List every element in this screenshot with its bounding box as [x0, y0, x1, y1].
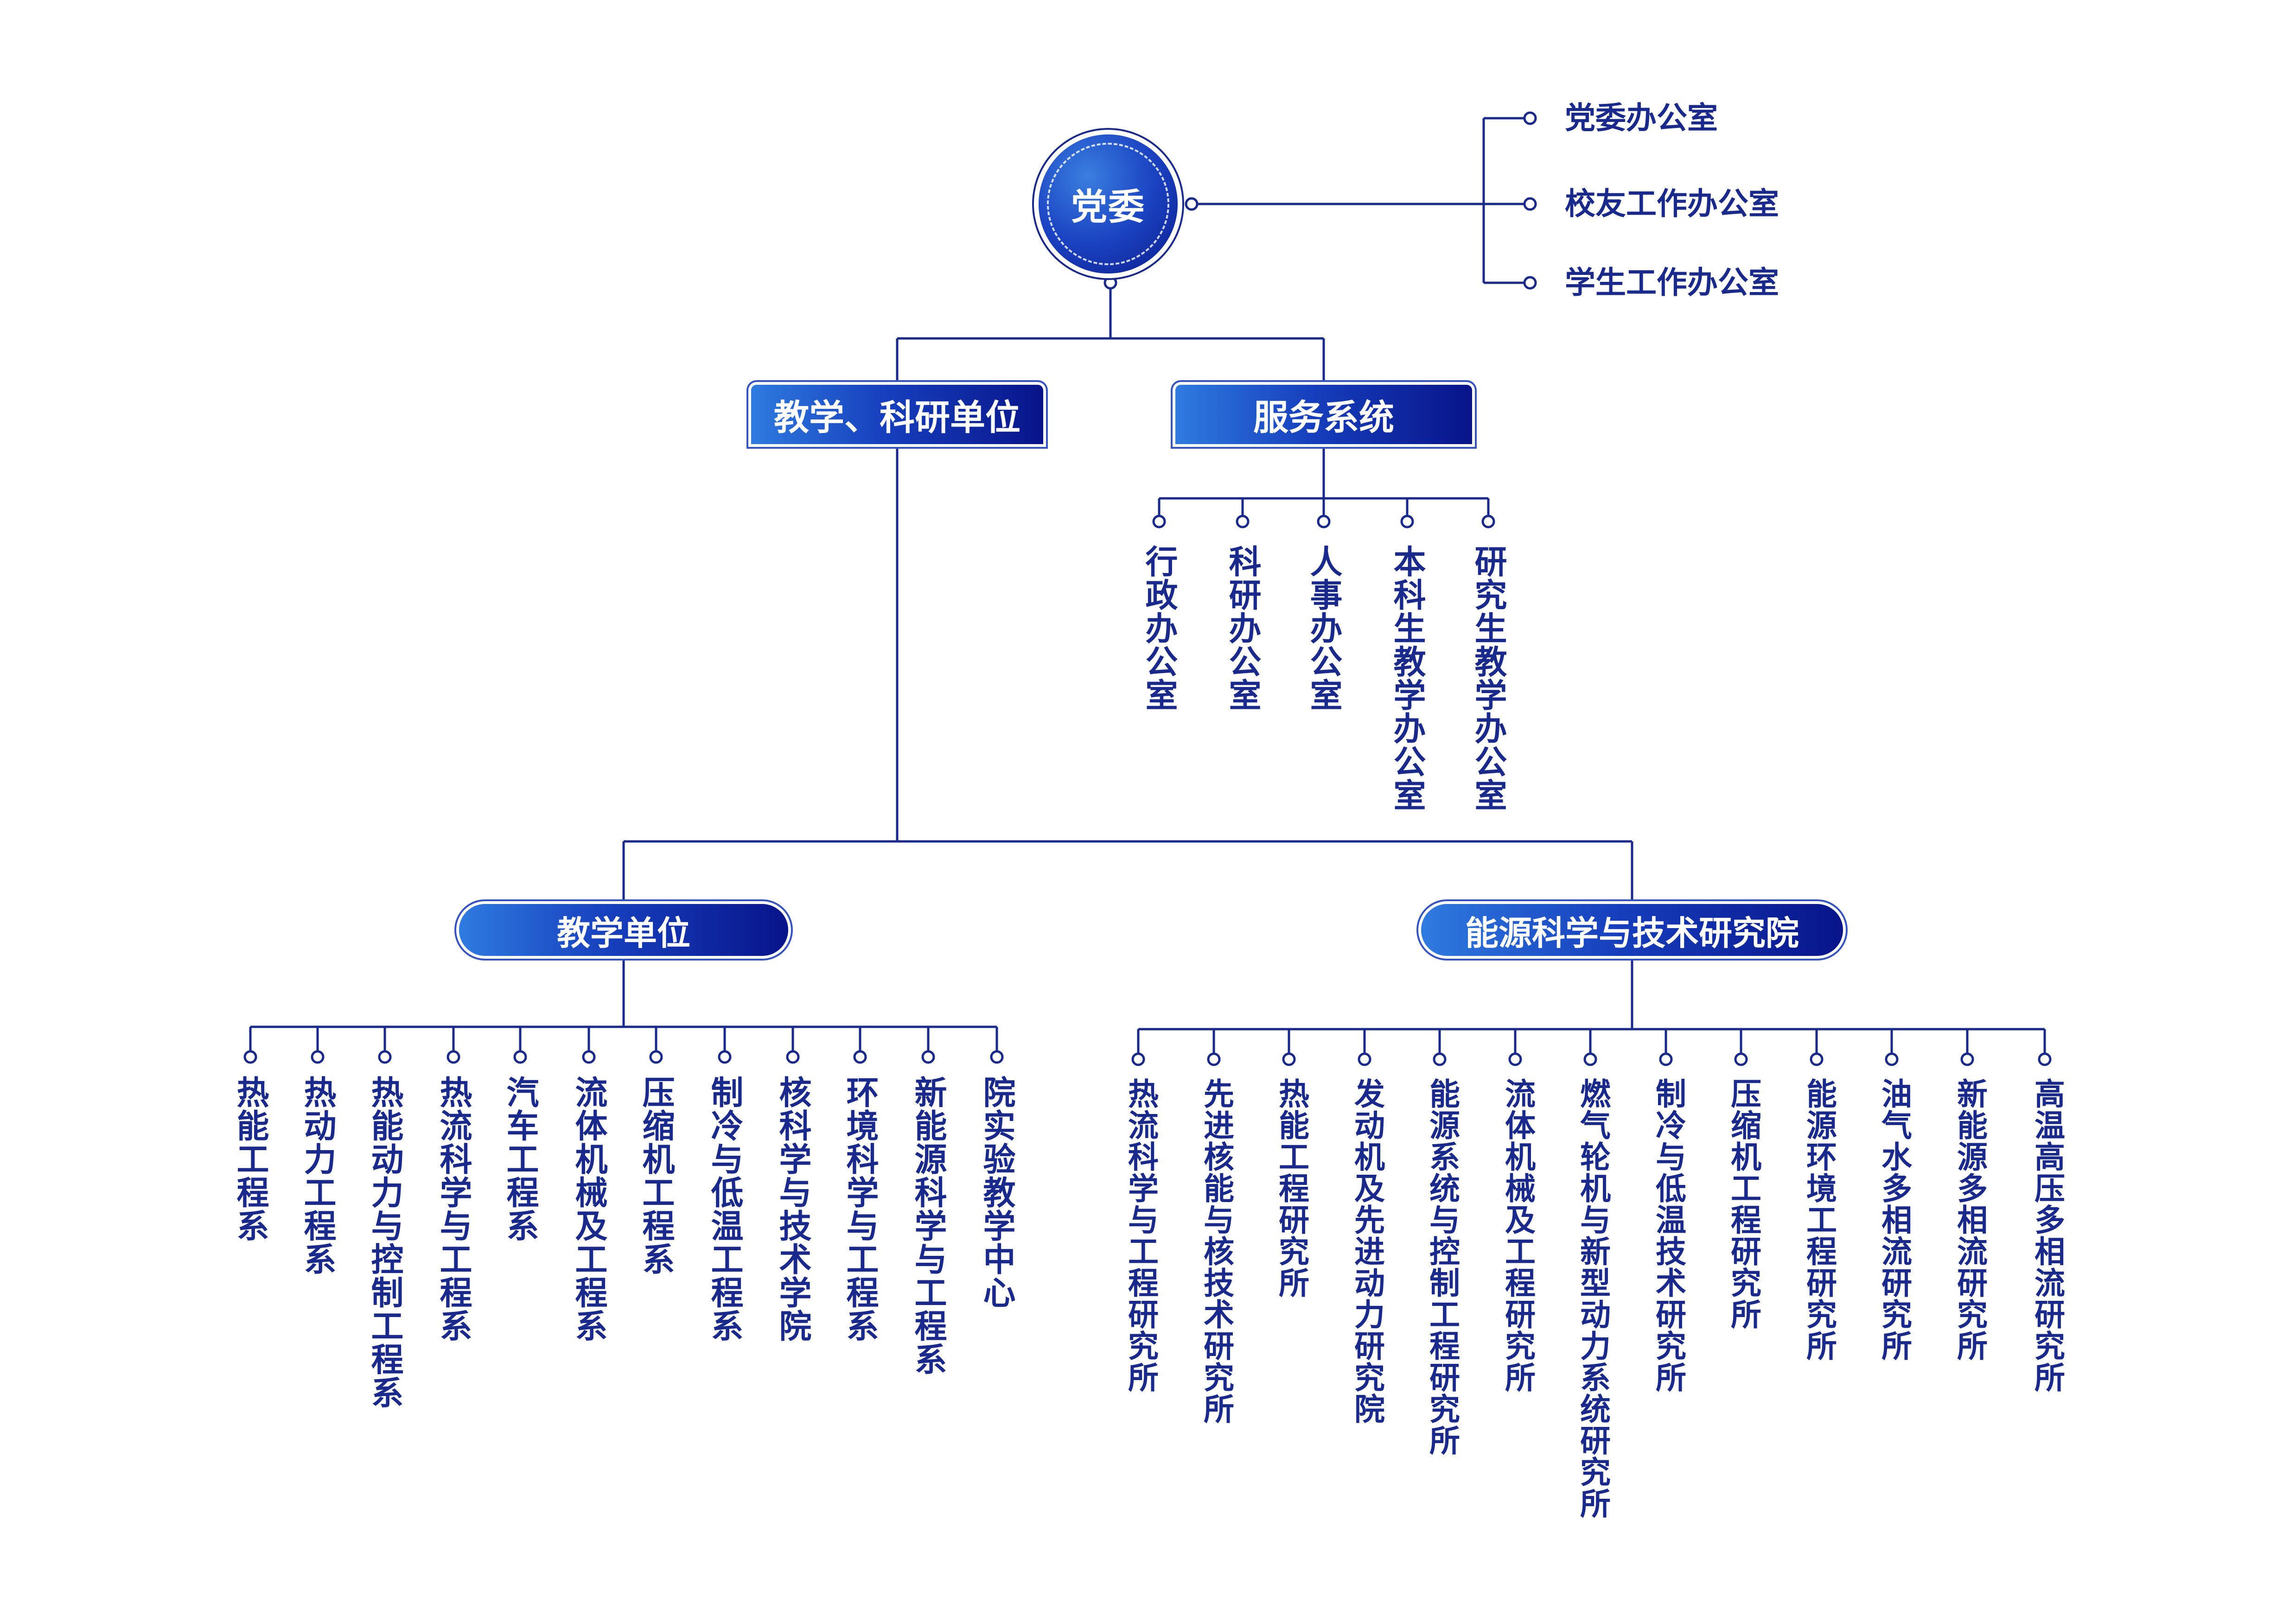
research-institute-item: 流体机械及工程研究所 — [1500, 1078, 1536, 1393]
research-institute-node: 能源科学与技术研究院 — [1421, 904, 1843, 956]
teaching-unit-item: 环境科学与工程系 — [841, 1076, 879, 1343]
research-institute-item: 能源环境工程研究所 — [1801, 1078, 1837, 1362]
service-item: 研究生教学办公室 — [1469, 545, 1507, 812]
teaching-unit-item: 制冷与低温工程系 — [706, 1076, 744, 1343]
research-institute-item: 先进核能与核技术研究所 — [1199, 1078, 1234, 1425]
research-institute-item: 发动机及先进动力研究院 — [1349, 1078, 1385, 1425]
research-institute-item: 压缩机工程研究所 — [1726, 1078, 1761, 1330]
teaching-unit-item: 热能工程系 — [231, 1076, 269, 1242]
service-system-node: 服务系统 — [1175, 385, 1472, 444]
research-institute-item: 油气水多相流研究所 — [1876, 1078, 1912, 1362]
party-committee-node: 党委 — [1039, 134, 1178, 274]
connector-dots — [243, 111, 2052, 1066]
service-item: 行政办公室 — [1140, 545, 1178, 712]
student-affairs-office-item: 学生工作办公室 — [1565, 265, 1779, 300]
teaching-unit-item: 核科学与技术学院 — [774, 1076, 812, 1343]
teaching-research-node: 教学、科研单位 — [751, 385, 1043, 444]
research-institute-item: 高温高压多相流研究所 — [2029, 1078, 2065, 1393]
teaching-unit-item: 流体机械及工程系 — [570, 1076, 608, 1343]
teaching-units-node: 教学单位 — [459, 904, 788, 956]
party-office-item: 党委办公室 — [1565, 100, 1718, 136]
research-institute-item: 新能源多相流研究所 — [1952, 1078, 1988, 1362]
teaching-unit-item: 热流科学与工程系 — [434, 1076, 472, 1343]
root-dashed-ring — [1047, 143, 1169, 265]
service-item: 本科生教学办公室 — [1388, 545, 1426, 812]
research-institute-item: 制冷与低温技术研究所 — [1651, 1078, 1686, 1393]
research-institute-item: 燃气轮机与新型动力系统研究所 — [1575, 1078, 1611, 1519]
teaching-unit-item: 压缩机工程系 — [637, 1076, 675, 1276]
research-institute-item: 能源系统与控制工程研究所 — [1424, 1078, 1460, 1456]
teaching-unit-item: 热能动力与控制工程系 — [366, 1076, 404, 1409]
teaching-unit-item: 热动力工程系 — [299, 1076, 337, 1276]
party-committee-label: 党委 — [1071, 186, 1145, 228]
alumni-office-item: 校友工作办公室 — [1565, 186, 1779, 222]
teaching-unit-item: 汽车工程系 — [501, 1076, 539, 1242]
teaching-unit-item: 新能源科学与工程系 — [909, 1076, 947, 1376]
research-institute-item: 热流科学与工程研究所 — [1123, 1078, 1159, 1393]
service-item: 科研办公室 — [1224, 545, 1262, 712]
service-item: 人事办公室 — [1305, 545, 1343, 712]
teaching-unit-item: 院实验教学中心 — [978, 1076, 1016, 1309]
research-institute-item: 热能工程研究所 — [1274, 1078, 1309, 1298]
